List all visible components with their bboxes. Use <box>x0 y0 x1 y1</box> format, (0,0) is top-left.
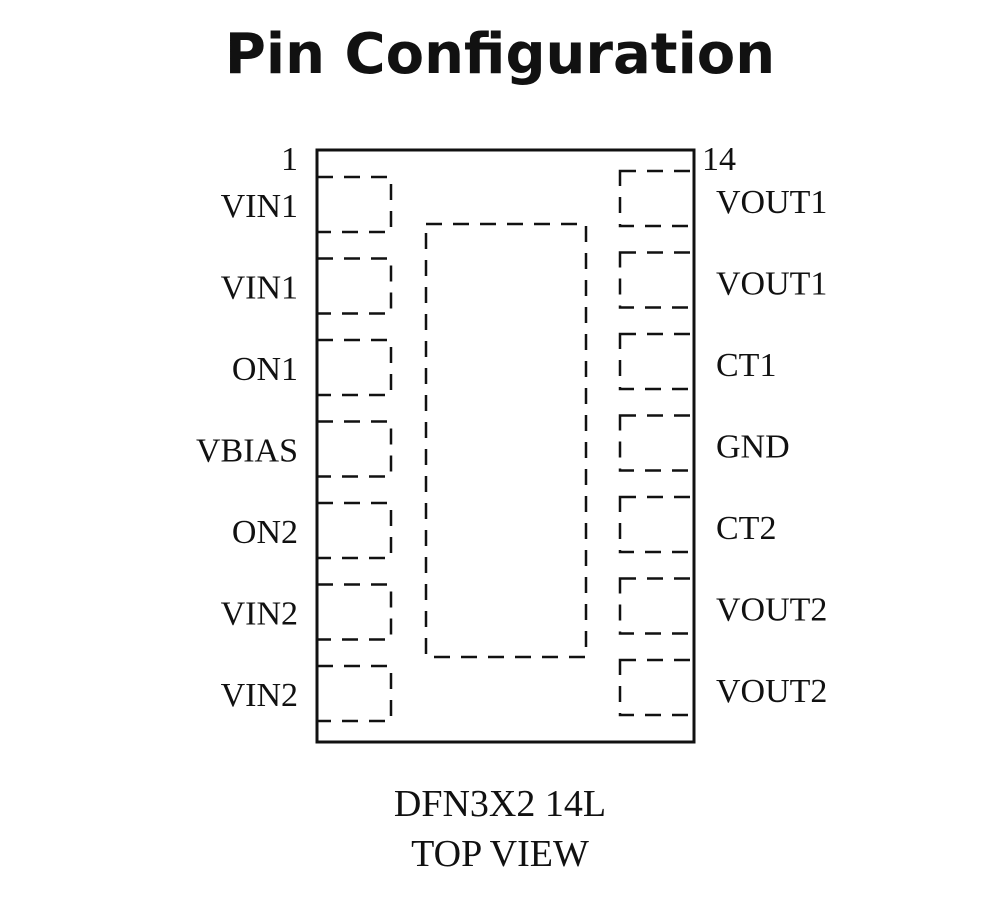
pin14-marker: 14 <box>702 141 736 178</box>
pin-pad-right-14 <box>618 169 696 228</box>
pin-label-6: VIN2 <box>221 596 298 633</box>
pin-label-11: GND <box>716 429 790 466</box>
pin-label-13: VOUT1 <box>716 266 827 303</box>
pin-label-3: ON1 <box>232 351 298 388</box>
pin1-marker: 1 <box>281 141 298 178</box>
pin-pad-left-2 <box>315 257 393 315</box>
package-name: DFN3X2 14L <box>393 783 607 825</box>
pin-pad-left-5 <box>315 501 393 560</box>
pin-label-12: CT1 <box>716 347 776 384</box>
pin-pad-right-13 <box>618 251 696 309</box>
pin-label-10: CT2 <box>716 510 776 547</box>
pin-pad-right-10 <box>618 495 696 554</box>
exposed-pad <box>424 222 588 659</box>
pin-label-7: VIN2 <box>221 677 298 714</box>
pin-pad-right-8 <box>618 658 696 717</box>
pin-pad-right-9 <box>618 577 696 635</box>
pin-label-14: VOUT1 <box>716 184 827 221</box>
pin-pad-left-1 <box>315 175 393 234</box>
pin-label-2: VIN1 <box>221 270 298 307</box>
pin-label-4: VBIAS <box>196 433 298 470</box>
view-label: TOP VIEW <box>411 833 589 875</box>
pin-pad-left-3 <box>315 338 393 397</box>
package-outline <box>315 148 696 744</box>
pin-pad-left-7 <box>315 664 393 723</box>
pin-pad-right-12 <box>618 332 696 391</box>
page-title: Pin Configuration <box>224 22 776 87</box>
pin-pad-left-6 <box>315 583 393 641</box>
pin-label-9: VOUT2 <box>716 592 827 629</box>
pin-label-8: VOUT2 <box>716 673 827 710</box>
pin-pad-right-11 <box>618 414 696 472</box>
pin-label-1: VIN1 <box>221 188 298 225</box>
pin-pad-left-4 <box>315 420 393 478</box>
pin-label-5: ON2 <box>232 514 298 551</box>
